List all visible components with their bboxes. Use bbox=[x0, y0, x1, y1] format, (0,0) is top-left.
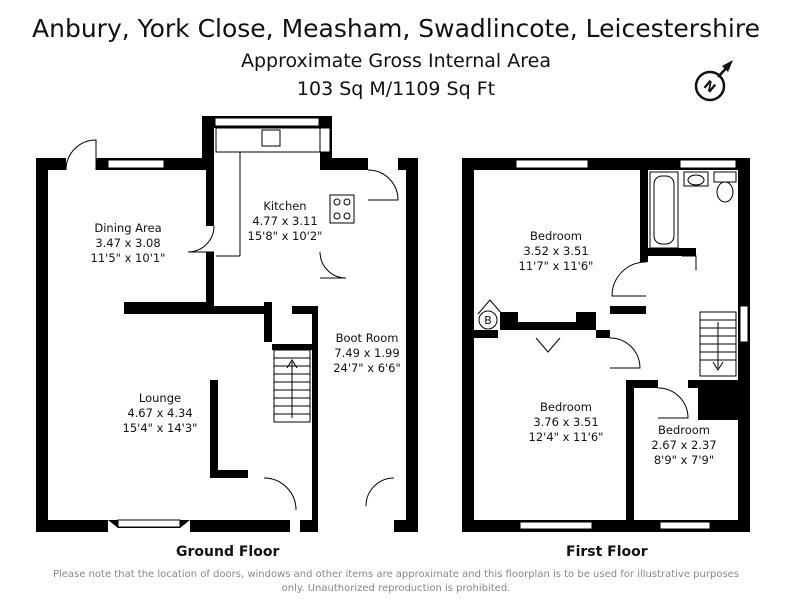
kitchen-fittings bbox=[215, 127, 355, 257]
lounge-name: Lounge bbox=[139, 391, 181, 405]
bed2-name: Bedroom bbox=[540, 400, 592, 414]
room-label-bedroom-1: Bedroom 3.52 x 3.51 11'7" x 11'6" bbox=[519, 229, 594, 273]
first-floor-stairs bbox=[699, 311, 737, 377]
kitchen-metric: 4.77 x 3.11 bbox=[252, 214, 317, 228]
room-label-dining: Dining Area 3.47 x 3.08 11'5" x 10'1" bbox=[91, 221, 166, 265]
bed2-metric: 3.76 x 3.51 bbox=[533, 415, 598, 429]
bed2-imperial: 12'4" x 11'6" bbox=[529, 430, 604, 444]
first-floor-doors bbox=[477, 255, 697, 419]
room-label-boot-room: Boot Room 7.49 x 1.99 24'7" x 6'6" bbox=[333, 331, 401, 375]
bed1-imperial: 11'7" x 11'6" bbox=[519, 259, 594, 273]
dining-name: Dining Area bbox=[94, 221, 161, 235]
dining-imperial: 11'5" x 10'1" bbox=[91, 251, 166, 265]
boiler-icon: B bbox=[478, 310, 498, 330]
ground-floor-windows bbox=[107, 117, 320, 528]
bathroom-fittings bbox=[649, 171, 737, 249]
kitchen-name: Kitchen bbox=[263, 199, 306, 213]
ground-floor-doors bbox=[65, 139, 399, 511]
total-area: 103 Sq M/1109 Sq Ft bbox=[296, 78, 496, 100]
boot-imperial: 24'7" x 6'6" bbox=[333, 361, 401, 375]
boot-name: Boot Room bbox=[336, 331, 399, 345]
property-title: Anbury, York Close, Measham, Swadlincote… bbox=[32, 14, 760, 43]
lounge-imperial: 15'4" x 14'3" bbox=[123, 421, 198, 435]
bed3-metric: 2.67 x 2.37 bbox=[651, 438, 716, 452]
compass-letter: N bbox=[700, 78, 718, 96]
dining-metric: 3.47 x 3.08 bbox=[95, 236, 160, 250]
bed1-name: Bedroom bbox=[530, 229, 582, 243]
first-floor-label: First Floor bbox=[566, 544, 648, 560]
first-floor-windows bbox=[515, 159, 749, 530]
room-label-bedroom-2: Bedroom 3.76 x 3.51 12'4" x 11'6" bbox=[529, 400, 604, 444]
kitchen-imperial: 15'8" x 10'2" bbox=[248, 229, 323, 243]
room-label-bedroom-3: Bedroom 2.67 x 2.37 8'9" x 7'9" bbox=[651, 423, 716, 467]
ground-floor-plan bbox=[36, 116, 418, 532]
ground-floor-label: Ground Floor bbox=[176, 544, 280, 560]
bed3-name: Bedroom bbox=[658, 423, 710, 437]
room-label-kitchen: Kitchen 4.77 x 3.11 15'8" x 10'2" bbox=[248, 199, 323, 243]
bed1-metric: 3.52 x 3.51 bbox=[523, 244, 588, 258]
boot-metric: 7.49 x 1.99 bbox=[334, 346, 399, 360]
room-label-lounge: Lounge 4.67 x 4.34 15'4" x 14'3" bbox=[123, 391, 198, 435]
bed3-imperial: 8'9" x 7'9" bbox=[654, 453, 714, 467]
disclaimer: Please note that the location of doors, … bbox=[52, 569, 740, 594]
boiler-label: B bbox=[484, 314, 492, 327]
compass-north-icon: N bbox=[694, 60, 733, 102]
area-subtitle: Approximate Gross Internal Area bbox=[241, 50, 551, 72]
first-floor-plan bbox=[462, 158, 750, 532]
lounge-metric: 4.67 x 4.34 bbox=[127, 406, 192, 420]
ground-floor-stairs bbox=[273, 349, 311, 423]
